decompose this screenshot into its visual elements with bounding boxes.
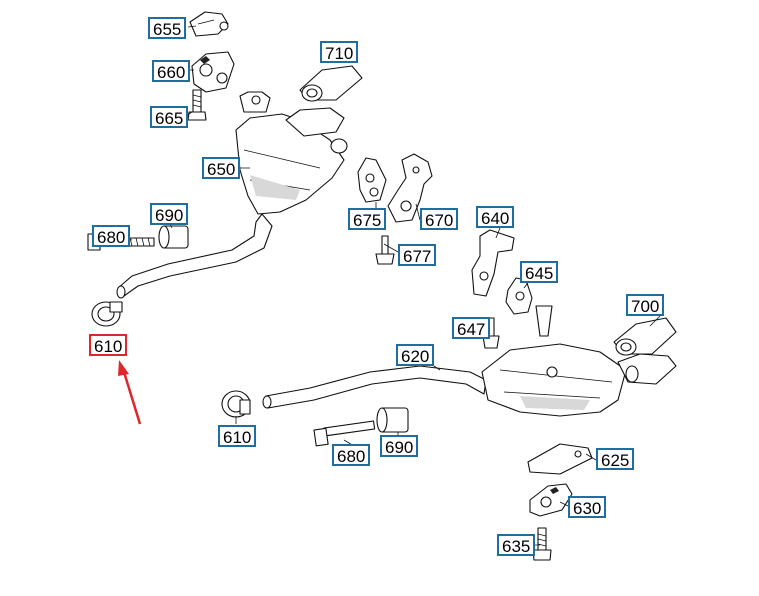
part-label-677[interactable]: 677 [398, 244, 437, 266]
sleeve-690a-drawing [158, 225, 189, 249]
part-label-680-lower[interactable]: 680 [332, 444, 371, 466]
leader-lines [123, 25, 661, 546]
bolt-677-drawing [375, 235, 395, 265]
part-label-640[interactable]: 640 [476, 206, 515, 228]
hanger-645-drawing [505, 277, 553, 337]
part-label-690-upper[interactable]: 690 [150, 203, 189, 225]
muffler-650-drawing [235, 91, 348, 215]
part-label-620[interactable]: 620 [396, 344, 435, 366]
part-label-610-lower[interactable]: 610 [218, 425, 257, 447]
bolt-635-drawing [532, 527, 552, 561]
part-label-655[interactable]: 655 [148, 17, 187, 39]
highlight-arrow [118, 360, 142, 425]
hanger-630-drawing [529, 483, 573, 517]
part-label-675[interactable]: 675 [348, 208, 387, 230]
part-label-625[interactable]: 625 [596, 448, 635, 470]
pipe-620-drawing [262, 343, 627, 417]
tailpipe-710-drawing [299, 65, 363, 102]
sleeve-690b-drawing [376, 407, 409, 433]
upper-pipe-drawing [116, 213, 273, 299]
tailpipe-700-drawing [613, 317, 677, 385]
bracket-655-drawing [189, 11, 229, 37]
part-label-690-lower[interactable]: 690 [380, 435, 419, 457]
bolt-680b-drawing [313, 420, 376, 447]
part-label-647[interactable]: 647 [452, 317, 491, 339]
part-label-665[interactable]: 665 [150, 106, 189, 128]
part-label-680-upper[interactable]: 680 [92, 225, 131, 247]
bracket-670-drawing [387, 153, 433, 223]
part-label-700[interactable]: 700 [626, 294, 665, 316]
part-label-670[interactable]: 670 [420, 208, 459, 230]
clamp-610b-drawing [221, 390, 251, 418]
bracket-625-drawing [527, 443, 593, 475]
part-label-710[interactable]: 710 [320, 41, 359, 63]
hanger-660-drawing [191, 51, 235, 93]
bolt-665-drawing [187, 89, 207, 121]
part-label-630[interactable]: 630 [568, 496, 607, 518]
part-label-610-highlighted[interactable]: 610 [89, 334, 128, 356]
clamp-610a-drawing [91, 301, 123, 327]
bracket-640-drawing [471, 229, 515, 297]
hanger-675-drawing [357, 157, 387, 203]
part-label-660[interactable]: 660 [152, 60, 191, 82]
part-label-650[interactable]: 650 [202, 157, 241, 179]
part-label-645[interactable]: 645 [520, 261, 559, 283]
part-label-635[interactable]: 635 [497, 534, 536, 556]
